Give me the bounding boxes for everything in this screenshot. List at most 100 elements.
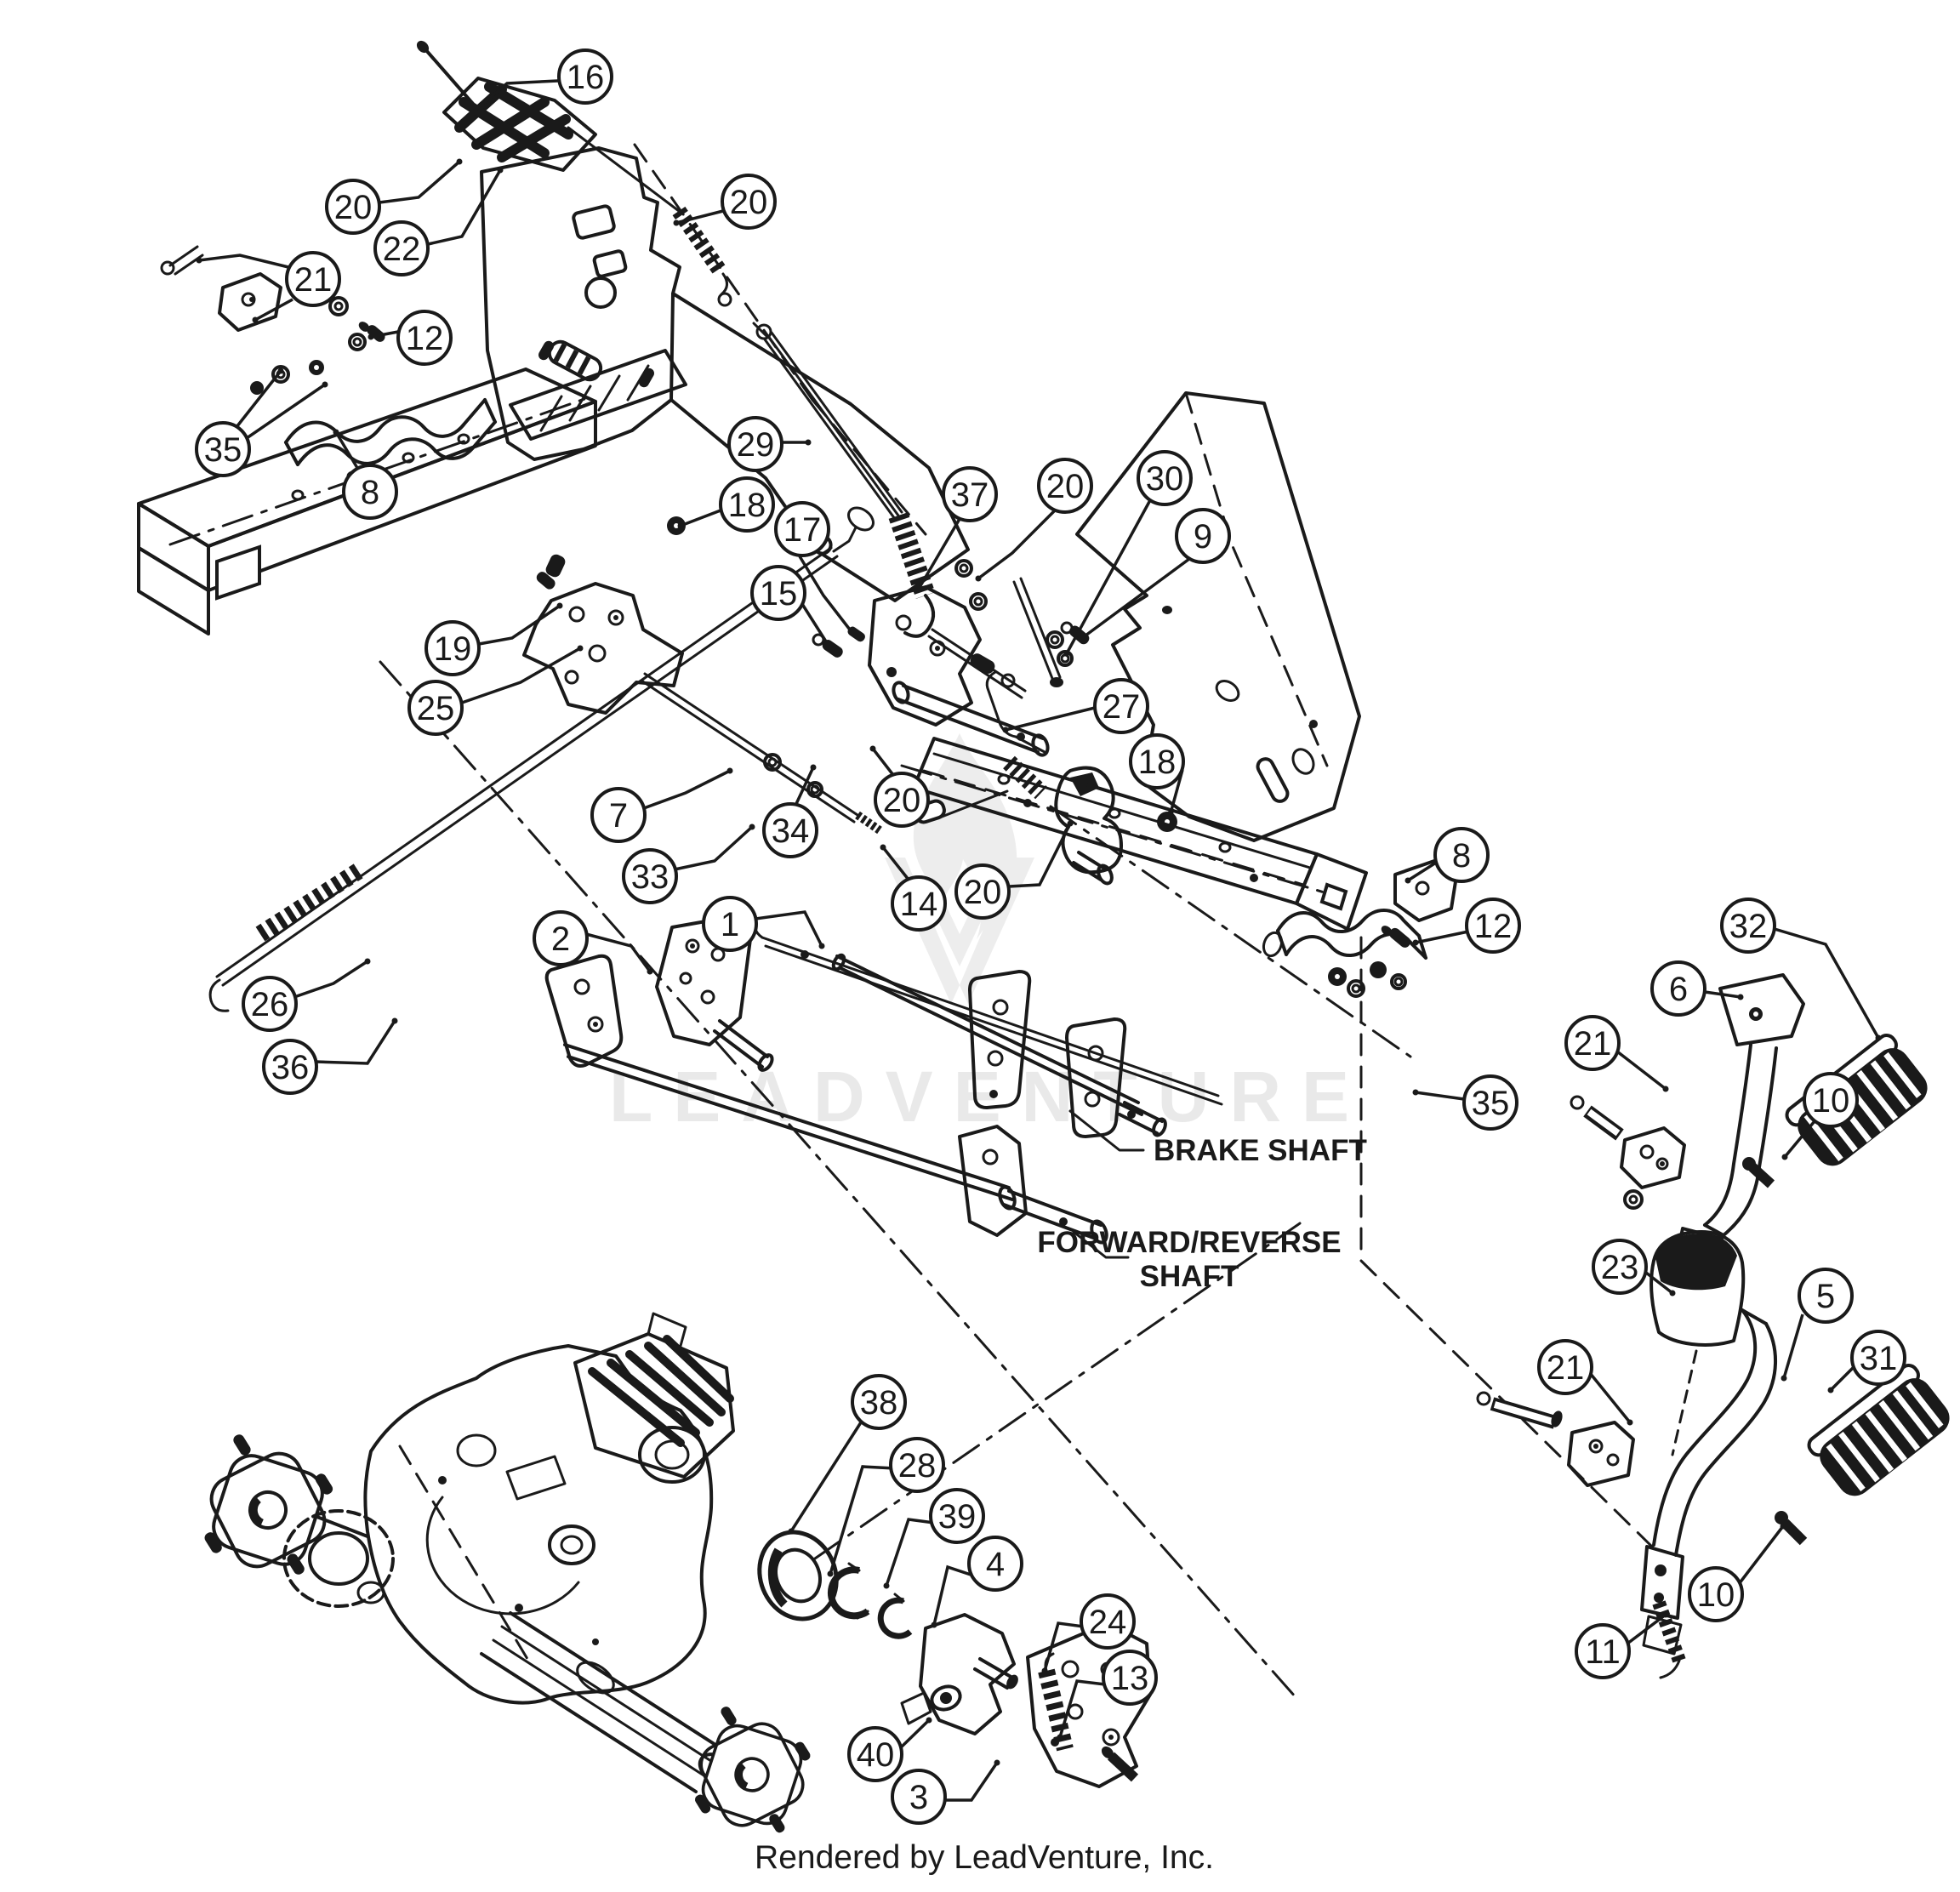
callout-circle — [1575, 1623, 1631, 1679]
callout-number: 38 — [860, 1384, 898, 1422]
callout-40: 40 — [847, 1717, 932, 1782]
callout-number: 15 — [760, 575, 798, 613]
callout-10: 10 — [1688, 1523, 1786, 1622]
callout-34: 34 — [762, 764, 818, 858]
callout-number: 7 — [609, 797, 628, 835]
callout-circle — [396, 310, 453, 366]
callout-number: 29 — [737, 426, 775, 464]
callout-circle — [1465, 898, 1521, 954]
callout-circle — [1080, 1593, 1136, 1650]
callout-21: 21 — [1537, 1339, 1633, 1426]
callout-number: 6 — [1669, 971, 1688, 1008]
callout-circle — [891, 1769, 947, 1825]
callout-number: 10 — [1812, 1082, 1850, 1120]
callout-number: 5 — [1816, 1278, 1835, 1315]
callout-circle — [891, 875, 947, 932]
callout-circle — [557, 48, 613, 105]
forward-reverse-label-line2: SHAFT — [1140, 1260, 1239, 1293]
callout-number: 20 — [1046, 468, 1085, 505]
callout-27: 27 — [1002, 678, 1149, 734]
left-frame-rail — [137, 368, 597, 635]
callout-circle — [727, 416, 783, 472]
callout-number: 2 — [551, 920, 570, 958]
callout-1: 1 — [702, 896, 825, 952]
callout-number: 20 — [730, 184, 768, 221]
callout-6: 6 — [1650, 960, 1744, 1017]
callout-circle — [762, 802, 818, 858]
callout-circle — [1175, 508, 1231, 564]
right-fender-plate — [1075, 391, 1361, 842]
pedal-6-assembly — [1570, 973, 1934, 1273]
callout-21: 21 — [1564, 1015, 1669, 1092]
transaxle-drawing — [183, 1312, 829, 1851]
callout-number: 35 — [204, 431, 242, 469]
callout-number: 36 — [271, 1049, 310, 1086]
callout-circle — [1102, 1650, 1158, 1706]
callout-circle — [533, 910, 589, 966]
callout-number: 26 — [251, 986, 289, 1023]
callout-28: 28 — [827, 1437, 945, 1577]
callout-number: 3 — [909, 1779, 928, 1816]
callout-circle — [1592, 1239, 1648, 1295]
callout-number: 21 — [294, 261, 333, 299]
callout-10: 10 — [1781, 1072, 1859, 1160]
callout-circle — [407, 680, 464, 736]
callout-circle — [1564, 1015, 1621, 1071]
callout-number: 24 — [1089, 1604, 1127, 1641]
callout-circle — [590, 787, 647, 843]
callout-circle — [262, 1039, 318, 1095]
callout-8: 8 — [333, 429, 398, 520]
callout-circle — [929, 1488, 985, 1544]
callout-number: 14 — [900, 886, 938, 923]
callout-circle — [847, 1726, 903, 1782]
hardware-cluster-right — [1262, 859, 1458, 998]
callout-25: 25 — [407, 645, 584, 736]
callout-number: 4 — [986, 1546, 1005, 1583]
callout-number: 34 — [772, 812, 810, 850]
callout-32: 32 — [1720, 898, 1882, 1041]
callout-circle — [373, 220, 430, 276]
callout-20: 20 — [325, 158, 463, 235]
callout-circle — [1137, 450, 1193, 506]
callout-20: 20 — [869, 745, 930, 828]
callout-circle — [750, 565, 806, 621]
callout-number: 11 — [1585, 1633, 1621, 1671]
callout-circle — [1688, 1566, 1744, 1622]
footer-credit: Rendered by LeadVenture, Inc. — [755, 1839, 1214, 1876]
callout-5: 5 — [1781, 1268, 1854, 1382]
callout-number: 37 — [951, 476, 989, 514]
callout-number: 30 — [1146, 460, 1184, 498]
callout-20: 20 — [975, 458, 1093, 582]
forward-reverse-label-line1: FORWARD/REVERSE — [1037, 1226, 1341, 1259]
brake-shaft-label: BRAKE SHAFT — [1154, 1134, 1367, 1167]
callout-circle — [622, 848, 678, 904]
callout-circle — [1720, 898, 1776, 954]
callout-number: 20 — [334, 189, 373, 226]
callout-circle — [242, 976, 298, 1032]
callout-circle — [774, 501, 830, 557]
callout-circle — [325, 179, 381, 235]
callout-18: 18 — [1129, 733, 1185, 817]
callout-number: 32 — [1729, 908, 1768, 945]
callout-number: 16 — [567, 59, 605, 96]
callout-circle — [342, 464, 398, 520]
callout-circle — [424, 620, 481, 676]
callout-8: 8 — [1404, 827, 1490, 884]
callout-21: 21 — [196, 251, 341, 323]
callout-number: 8 — [361, 474, 379, 511]
callout-circle — [1798, 1268, 1854, 1324]
callout-number: 12 — [406, 320, 444, 357]
callout-number: 13 — [1111, 1660, 1149, 1697]
callout-12: 12 — [1412, 898, 1521, 954]
mount-bracket-8 — [284, 340, 687, 466]
callout-circle — [1850, 1330, 1906, 1386]
forward-reverse-shaft-assembly — [544, 954, 1108, 1245]
callout-number: 1 — [721, 906, 739, 943]
callout-number: 40 — [857, 1736, 895, 1774]
callout-circle — [1803, 1072, 1859, 1128]
callout-circle — [1462, 1074, 1518, 1131]
callout-circle — [721, 174, 777, 230]
